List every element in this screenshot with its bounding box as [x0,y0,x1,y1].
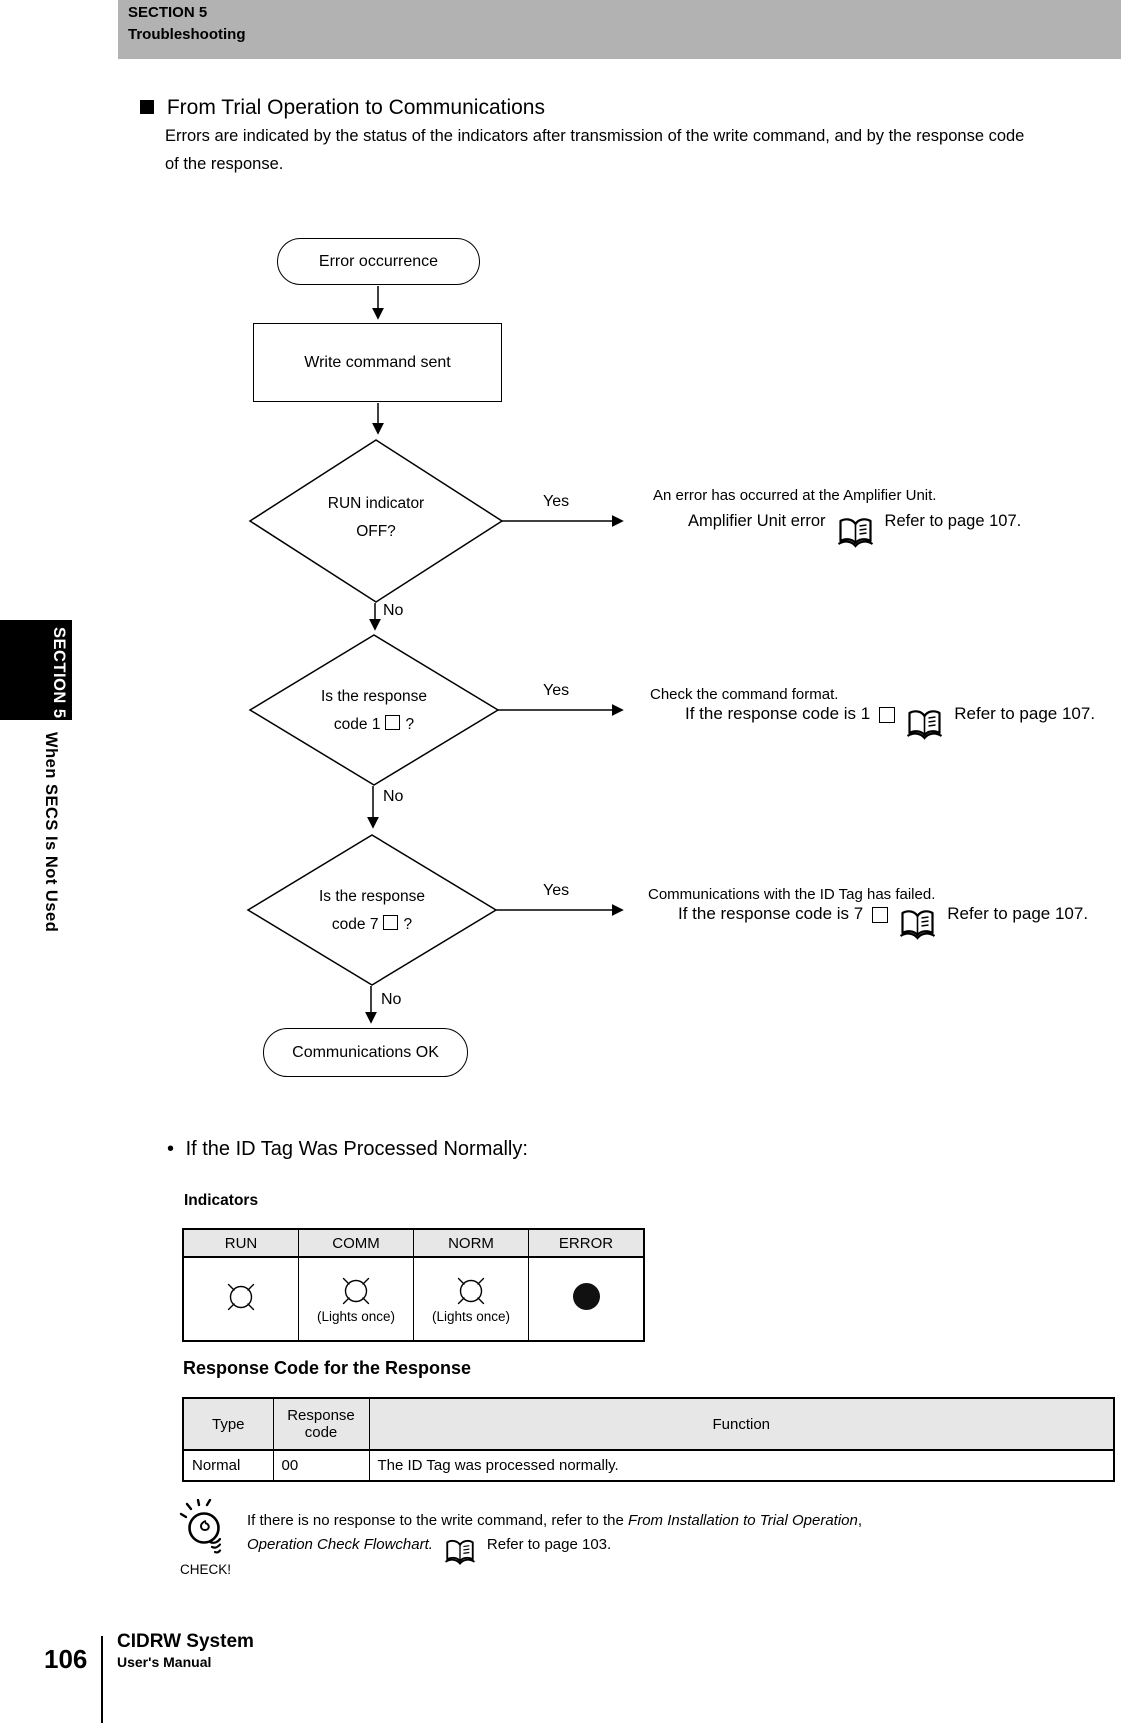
indicator-col-norm: NORM [413,1228,529,1258]
section-heading-text: From Trial Operation to Communications [166,96,545,119]
check-note-line1: If there is no response to the write com… [247,1512,863,1529]
header-subtitle: Troubleshooting [128,26,246,43]
decision-1-question: RUN indicator OFF? [327,495,425,540]
lamp-lit-icon [342,1277,370,1305]
norm-indicator-cell: (Lights once) [413,1256,529,1342]
col-function: Function [368,1397,1115,1451]
decision-3-reference: If the response code is 7 Refer to page … [678,904,1088,942]
check-note-line2: Operation Check Flowchart. Refer to page… [247,1536,611,1567]
cell-code: 00 [272,1449,370,1482]
side-tab: SECTION 5 [0,620,72,720]
flow-start-label: Error occurrence [318,252,439,270]
section-heading: From Trial Operation to Communications [140,96,545,120]
indicators-header-row: RUN COMM NORM ERROR [182,1228,645,1258]
reference-book-icon [900,910,936,940]
check-bulb-icon [179,1499,222,1554]
decision-3-note: Communications with the ID Tag has faile… [648,886,936,903]
indicators-state-row: (Lights once) (Lights once) [182,1256,645,1342]
col-response-code: Response code [272,1397,370,1451]
indicators-title: Indicators [184,1192,259,1209]
lamp-caption: (Lights once) [316,1309,396,1324]
decision-1-reference: Amplifier Unit error Refer to page 107. [688,512,1021,550]
decision-3-yes-label: Yes [543,882,570,899]
col-type: Type [182,1397,274,1451]
decision-2-note: Check the command format. [650,686,839,703]
flow-end-label: Communications OK [292,1043,439,1061]
response-code-square [385,715,401,730]
decision-3-question: Is the response code 7? [319,888,425,933]
check-label: CHECK! [180,1562,232,1577]
response-code-table: Type Response code Function Normal 00 Th… [182,1397,1115,1482]
decision-2-yes-label: Yes [543,682,570,699]
comm-indicator-cell: (Lights once) [298,1256,414,1342]
decision-1-yes-label: Yes [543,493,570,510]
decision-2-no-label: No [383,788,404,805]
decision-3-no-label: No [381,991,402,1008]
footer-divider [101,1636,103,1723]
lamp-lit-icon [227,1283,255,1310]
page-number: 106 [44,1644,88,1674]
indicator-col-comm: COMM [298,1228,414,1258]
page-header-bar: SECTION 5 Troubleshooting [118,0,1121,59]
lamp-caption: (Lights once) [431,1309,511,1324]
indicators-table: RUN COMM NORM ERROR [182,1228,645,1342]
run-indicator-cell [182,1256,299,1342]
decision-2-reference: If the response code is 1 Refer to page … [685,704,1095,742]
flow-end-terminal: Communications OK [263,1028,468,1077]
header-section-title: SECTION 5 [128,4,208,21]
reference-book-icon [907,710,943,740]
heading-square-bullet-icon [140,100,154,114]
cell-function: The ID Tag was processed normally. [368,1449,1115,1482]
response-code-square [879,707,896,723]
cell-type: Normal [182,1449,274,1482]
flow-start-terminal: Error occurrence [277,238,480,285]
footer-product: CIDRW System [117,1631,254,1652]
intro-paragraph: Errors are indicated by the status of th… [165,127,1025,173]
flow-process-box: Write command sent [253,323,502,402]
response-code-title: Response Code for the Response [183,1358,472,1378]
decision-1-no-label: No [383,602,404,619]
response-table-header-row: Type Response code Function [182,1397,1115,1451]
lamp-off-icon [572,1283,600,1310]
reference-book-icon [444,1539,475,1566]
decision-2-question: Is the response code 1? [321,688,427,733]
response-code-square [383,915,399,930]
response-code-square [872,907,889,923]
indicator-col-error: ERROR [528,1228,645,1258]
footer-doc-type: User's Manual [117,1654,212,1670]
flow-process-label: Write command sent [304,353,451,371]
side-tab-chapter-label: When SECS Is Not Used [42,732,60,933]
lamp-lit-icon [457,1277,485,1305]
indicator-col-run: RUN [182,1228,299,1258]
decision-1-note: An error has occurred at the Amplifier U… [653,487,937,504]
error-indicator-cell [528,1256,645,1342]
side-tab-section-label: SECTION 5 [50,627,68,719]
response-table-row: Normal 00 The ID Tag was processed norma… [182,1449,1115,1482]
normal-case-heading: • If the ID Tag Was Processed Normally: [167,1138,528,1160]
reference-book-icon [837,518,873,548]
